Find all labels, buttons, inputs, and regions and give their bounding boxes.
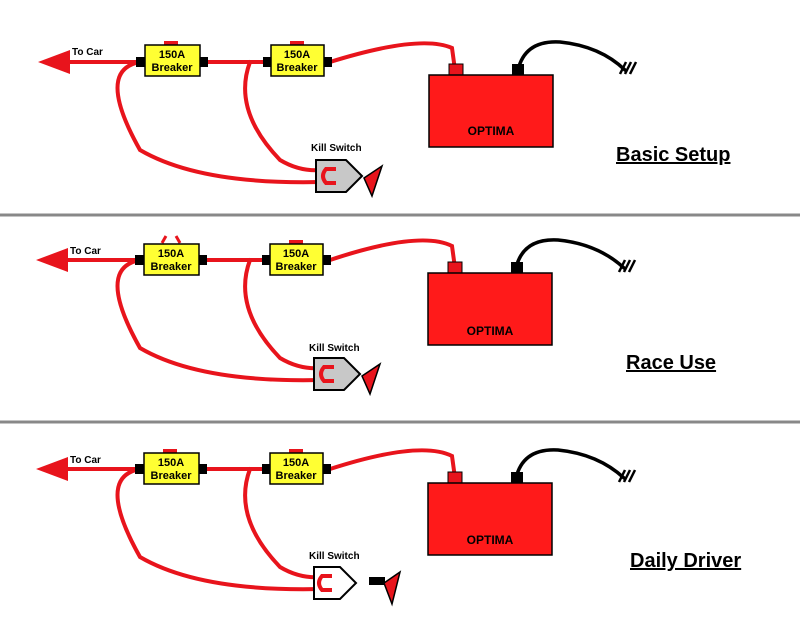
breaker-1 <box>143 452 200 485</box>
breaker-2-rating: 150A <box>284 49 310 61</box>
kill-switch-key-icon <box>361 362 382 397</box>
to-car-label: To Car <box>72 47 103 58</box>
breaker-2 <box>269 452 324 485</box>
kill-switch-key-icon <box>363 164 384 199</box>
ground-icon <box>617 469 637 483</box>
panel-race-use: To Car 150A Breaker 150A Breaker OPTIMA … <box>36 235 716 397</box>
panel-basic-setup: To Car 150A Breaker 150A Breaker OPTIMA … <box>38 40 730 199</box>
ground-icon <box>618 61 638 75</box>
breaker-1 <box>144 44 201 77</box>
wire-to-battery <box>328 41 457 72</box>
breaker-1-label: Breaker <box>152 62 194 74</box>
panel-title: Daily Driver <box>630 550 741 572</box>
tripped-indicator <box>160 235 182 244</box>
breaker-1-label: Breaker <box>151 261 193 273</box>
wire-bypass-inner <box>243 60 324 173</box>
breaker-2-rating: 150A <box>283 457 309 469</box>
battery-label: OPTIMA <box>467 324 514 338</box>
battery-label: OPTIMA <box>468 124 515 138</box>
breaker-1-label: Breaker <box>151 470 193 482</box>
ground-wire <box>516 40 627 72</box>
breaker-2-label: Breaker <box>277 62 319 74</box>
breaker-1 <box>143 243 200 276</box>
kill-switch-key-shaft <box>369 577 385 585</box>
to-car-label: To Car <box>70 455 101 466</box>
battery <box>427 272 553 346</box>
kill-switch-label: Kill Switch <box>311 143 362 154</box>
kill-switch-label: Kill Switch <box>309 551 360 562</box>
panel-daily-driver: To Car 150A Breaker 150A Breaker OPTIMA … <box>36 448 741 607</box>
breaker-2-label: Breaker <box>276 261 318 273</box>
ground-icon <box>617 259 637 273</box>
kill-switch-label: Kill Switch <box>309 343 360 354</box>
battery-label: OPTIMA <box>467 533 514 547</box>
battery <box>428 74 554 148</box>
to-car-label: To Car <box>70 246 101 257</box>
to-car-arrow-icon <box>36 248 68 272</box>
kill-switch-key-icon <box>383 570 402 607</box>
panel-title: Basic Setup <box>616 144 730 166</box>
wire-bypass-outer <box>115 60 324 185</box>
breaker-2 <box>269 243 324 276</box>
battery <box>427 482 553 556</box>
to-car-arrow-icon <box>38 50 70 74</box>
breaker-2-label: Breaker <box>276 470 318 482</box>
panel-title: Race Use <box>626 352 716 374</box>
breaker-1-rating: 150A <box>159 49 185 61</box>
breaker-2 <box>270 44 325 77</box>
breaker-2-rating: 150A <box>283 248 309 260</box>
to-car-arrow-icon <box>36 457 68 481</box>
breaker-1-rating: 150A <box>158 457 184 469</box>
breaker-1-rating: 150A <box>158 248 184 260</box>
